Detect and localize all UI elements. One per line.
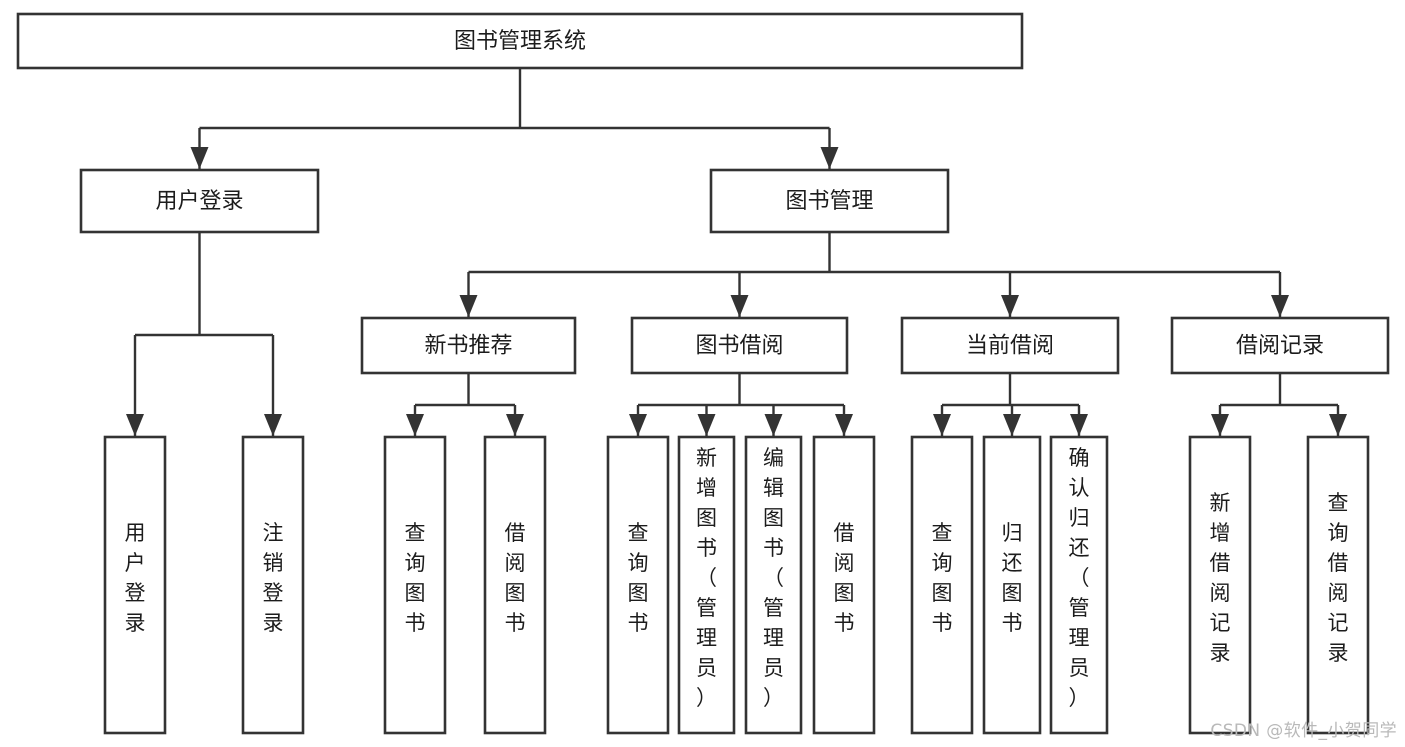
node-leaf-borrow-query[interactable]: 查询图书 <box>606 435 670 735</box>
node-book-borrow[interactable]: 图书借阅 <box>630 316 849 375</box>
node-leaf-borrow-add-box[interactable] <box>677 435 736 735</box>
node-layer: 图书管理系统用户登录图书管理新书推荐图书借阅当前借阅借阅记录用户登录注销登录查询… <box>16 12 1390 735</box>
arrow-head-icon <box>264 414 282 436</box>
arrow-head-icon <box>506 414 524 436</box>
node-user-login[interactable]: 用户登录 <box>79 168 320 234</box>
node-book-manage[interactable]: 图书管理 <box>709 168 950 234</box>
arrow-head-icon <box>1271 295 1289 317</box>
node-current-borrow-box[interactable] <box>900 316 1120 375</box>
arrow-head-icon <box>1070 414 1088 436</box>
arrow-head-icon <box>126 414 144 436</box>
node-leaf-user-logout-label: 注销登录 <box>263 521 284 635</box>
node-leaf-current-return-box[interactable] <box>982 435 1042 735</box>
node-leaf-recommend-borrow-box[interactable] <box>483 435 547 735</box>
node-leaf-borrow-edit[interactable]: 编辑图书（管理员） <box>744 435 803 735</box>
node-leaf-borrow-edit-label: 编辑图书（管理员） <box>763 446 784 710</box>
node-leaf-borrow-lend-box[interactable] <box>812 435 876 735</box>
arrow-head-icon <box>697 414 716 436</box>
node-book-borrow-label: 图书借阅 <box>695 334 783 359</box>
arrow-head-icon <box>764 414 783 436</box>
arrow-head-icon <box>1211 414 1229 436</box>
node-leaf-current-confirm-box[interactable] <box>1049 435 1109 735</box>
arrow-head-icon <box>820 147 839 169</box>
arrow-head-icon <box>629 414 647 436</box>
node-book-borrow-box[interactable] <box>630 316 849 375</box>
node-leaf-record-add-label: 新增借阅记录 <box>1210 491 1231 665</box>
node-leaf-user-logout-box[interactable] <box>241 435 305 735</box>
node-user-login-label: 用户登录 <box>155 189 243 214</box>
node-book-manage-box[interactable] <box>709 168 950 234</box>
node-current-borrow-label: 当前借阅 <box>966 334 1054 359</box>
connector-layer <box>126 68 1347 436</box>
node-leaf-record-add[interactable]: 新增借阅记录 <box>1188 435 1252 735</box>
node-borrow-record[interactable]: 借阅记录 <box>1170 316 1390 375</box>
node-leaf-recommend-query-box[interactable] <box>383 435 447 735</box>
node-leaf-current-return[interactable]: 归还图书 <box>982 435 1042 735</box>
node-leaf-record-query-box[interactable] <box>1306 435 1370 735</box>
node-leaf-recommend-borrow[interactable]: 借阅图书 <box>483 435 547 735</box>
node-leaf-user-login-box[interactable] <box>103 435 167 735</box>
node-leaf-borrow-add-label: 新增图书（管理员） <box>696 446 717 710</box>
node-leaf-borrow-lend-label: 借阅图书 <box>834 521 855 635</box>
node-leaf-borrow-lend[interactable]: 借阅图书 <box>812 435 876 735</box>
node-leaf-user-logout[interactable]: 注销登录 <box>241 435 305 735</box>
node-current-borrow[interactable]: 当前借阅 <box>900 316 1120 375</box>
arrow-head-icon <box>1003 414 1021 436</box>
arrow-head-icon <box>406 414 424 436</box>
node-leaf-recommend-query-label: 查询图书 <box>405 521 426 635</box>
node-leaf-current-return-label: 归还图书 <box>1002 521 1023 635</box>
node-borrow-record-label: 借阅记录 <box>1236 334 1324 359</box>
node-new-book-recommend-label: 新书推荐 <box>424 334 512 359</box>
arrow-head-icon <box>835 414 853 436</box>
arrow-head-icon <box>190 147 209 169</box>
arrow-head-icon <box>730 295 749 317</box>
node-borrow-record-box[interactable] <box>1170 316 1390 375</box>
node-leaf-user-login[interactable]: 用户登录 <box>103 435 167 735</box>
arrow-head-icon <box>459 295 478 317</box>
node-leaf-borrow-query-label: 查询图书 <box>628 521 649 635</box>
node-leaf-borrow-add[interactable]: 新增图书（管理员） <box>677 435 736 735</box>
node-root-book-management-system[interactable]: 图书管理系统 <box>16 12 1024 70</box>
node-root-book-management-system-label: 图书管理系统 <box>454 29 586 54</box>
node-book-manage-label: 图书管理 <box>785 189 873 214</box>
csdn-watermark: CSDN @软件_小贺同学 <box>1210 721 1397 741</box>
node-user-login-box[interactable] <box>79 168 320 234</box>
arrow-head-icon <box>1001 295 1019 317</box>
node-new-book-recommend[interactable]: 新书推荐 <box>360 316 577 375</box>
node-leaf-record-add-box[interactable] <box>1188 435 1252 735</box>
node-leaf-borrow-edit-box[interactable] <box>744 435 803 735</box>
node-leaf-current-query-box[interactable] <box>910 435 974 735</box>
node-leaf-current-confirm[interactable]: 确认归还（管理员） <box>1049 435 1109 735</box>
arrow-head-icon <box>1329 414 1347 436</box>
node-leaf-borrow-query-box[interactable] <box>606 435 670 735</box>
node-leaf-user-login-label: 用户登录 <box>125 521 146 635</box>
node-new-book-recommend-box[interactable] <box>360 316 577 375</box>
node-leaf-current-query[interactable]: 查询图书 <box>910 435 974 735</box>
node-leaf-recommend-query[interactable]: 查询图书 <box>383 435 447 735</box>
node-leaf-record-query-label: 查询借阅记录 <box>1328 491 1349 665</box>
node-leaf-current-confirm-label: 确认归还（管理员） <box>1069 446 1090 710</box>
node-leaf-recommend-borrow-label: 借阅图书 <box>505 521 526 635</box>
node-root-book-management-system-box[interactable] <box>16 12 1024 70</box>
arrow-head-icon <box>933 414 951 436</box>
node-leaf-current-query-label: 查询图书 <box>932 521 953 635</box>
node-leaf-record-query[interactable]: 查询借阅记录 <box>1306 435 1370 735</box>
